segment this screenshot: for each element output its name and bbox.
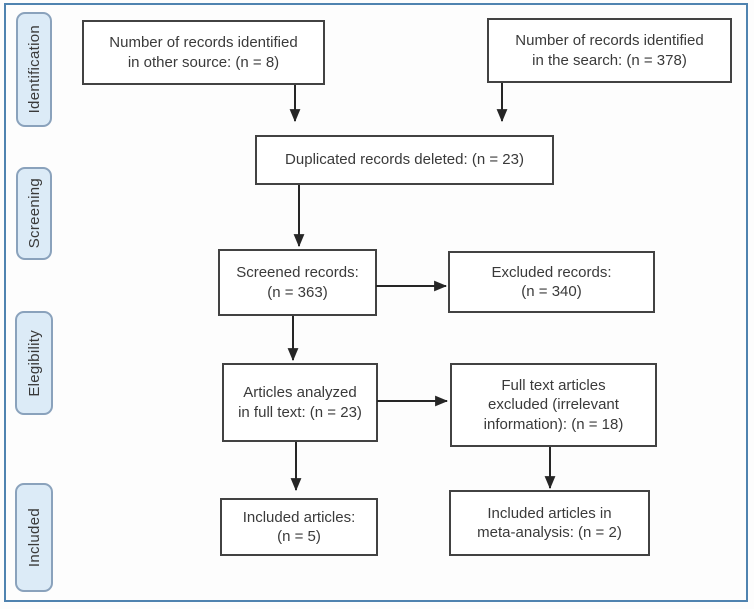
stage-label-identification-text: Identification xyxy=(25,25,43,114)
stage-label-screening-text: Screening xyxy=(25,178,43,249)
diagram-frame-border xyxy=(4,3,748,602)
node-fulltext-excluded: Full text articles excluded (irrelevant … xyxy=(450,363,657,447)
stage-label-identification: Identification xyxy=(16,12,52,127)
node-records-other-source: Number of records identified in other so… xyxy=(82,20,325,85)
stage-label-elegibility: Elegibility xyxy=(15,311,53,415)
stage-label-included: Included xyxy=(15,483,53,592)
stage-label-included-text: Included xyxy=(25,507,43,568)
node-included-articles: Included articles: (n = 5) xyxy=(220,498,378,556)
node-articles-analyzed: Articles analyzed in full text: (n = 23) xyxy=(222,363,378,442)
node-records-search: Number of records identified in the sear… xyxy=(487,18,732,83)
node-duplicated-deleted: Duplicated records deleted: (n = 23) xyxy=(255,135,554,185)
stage-label-elegibility-text: Elegibility xyxy=(25,329,43,397)
stage-label-screening: Screening xyxy=(16,167,52,260)
node-excluded-records: Excluded records: (n = 340) xyxy=(448,251,655,313)
node-screened-records: Screened records: (n = 363) xyxy=(218,249,377,316)
node-included-meta-analysis: Included articles in meta-analysis: (n =… xyxy=(449,490,650,556)
